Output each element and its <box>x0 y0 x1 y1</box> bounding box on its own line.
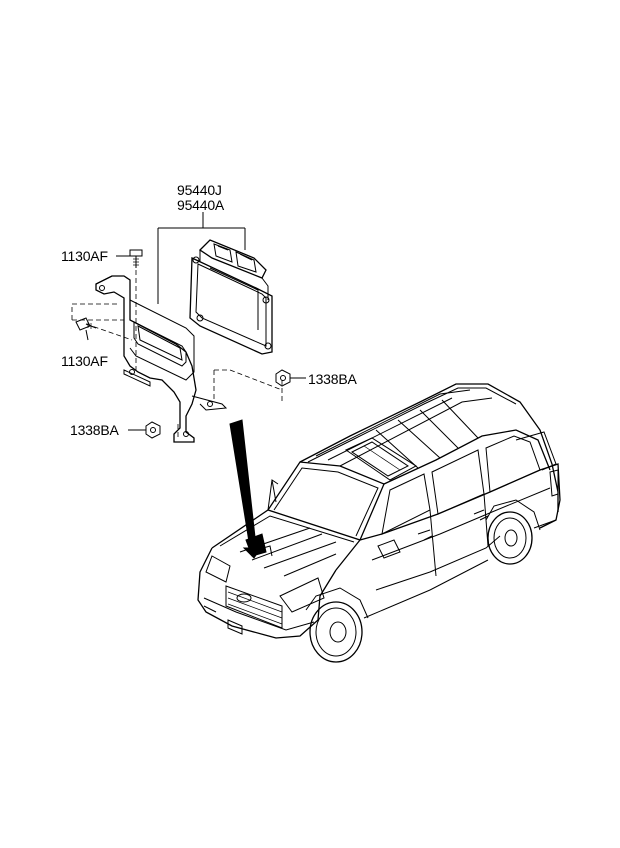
part-label-95440j: 95440J <box>177 182 222 198</box>
part-leader-lines <box>85 255 306 431</box>
bolt-middle <box>75 317 97 331</box>
nut-left <box>145 421 161 439</box>
bolt-top <box>129 249 143 268</box>
part-label-1338ba-right: 1338BA <box>308 371 357 387</box>
part-label-95440a: 95440A <box>177 197 225 213</box>
vehicle-drawing <box>197 383 561 663</box>
ecu-leader-lines <box>157 212 246 304</box>
ecu-module <box>189 239 273 355</box>
part-label-1338ba-left: 1338BA <box>70 422 119 438</box>
part-label-1130af-middle: 1130AF <box>61 353 108 369</box>
part-label-1130af-top: 1130AF <box>61 248 108 264</box>
ecu-bracket <box>95 275 228 443</box>
nut-right <box>275 369 291 387</box>
